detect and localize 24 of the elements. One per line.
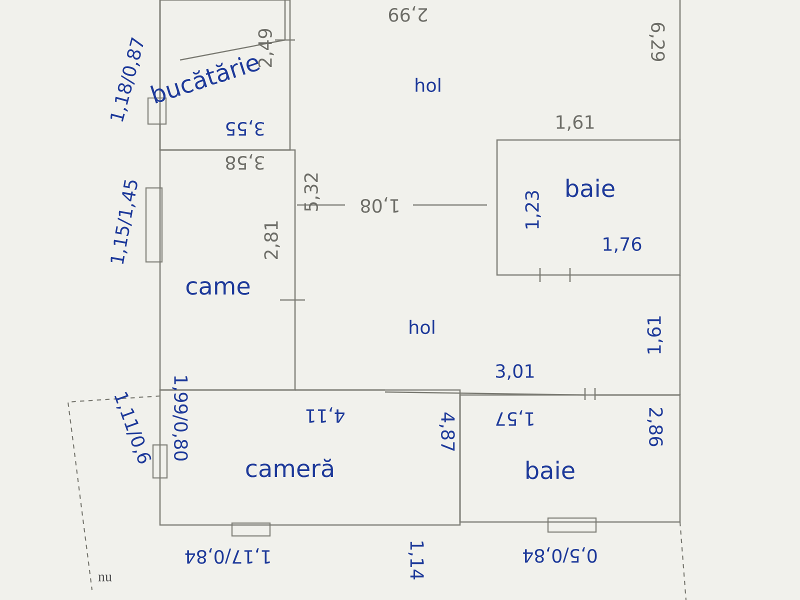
dimension-label: hol [416,78,440,92]
dimension-label: 1,99/0,80 [172,376,188,461]
dimension-label: 1,17/0,84 [185,548,270,564]
dimension-label: 2,86 [647,408,663,446]
dimension-label: 3,55 [226,120,264,136]
dimension-label: 1,57 [496,410,534,426]
dimension-label: 2,49 [258,28,274,67]
dimension-label: 2,99 [388,6,427,22]
dimension-label: 4,87 [439,412,455,451]
dimension-label: 1,15/1,45 [110,180,138,264]
dimension-label: 4,11 [306,407,344,423]
dimension-label: 6,29 [649,22,665,62]
dimension-label: 1,61 [647,316,663,354]
dimension-label: 0,5/0,84 [523,547,597,563]
dimension-label: 3,01 [496,364,534,380]
dimension-label: 3,58 [226,154,264,170]
dimension-label: 2,81 [264,221,280,259]
page-text: nu [98,574,112,582]
dimension-label: 1,23 [525,191,541,228]
dimension-label: hol [410,320,434,334]
dimension-label: 1,76 [604,237,642,253]
dimension-label: 1,08 [360,197,398,213]
dimension-label: 5,32 [304,174,320,211]
dimension-label: 1,14 [408,542,424,580]
